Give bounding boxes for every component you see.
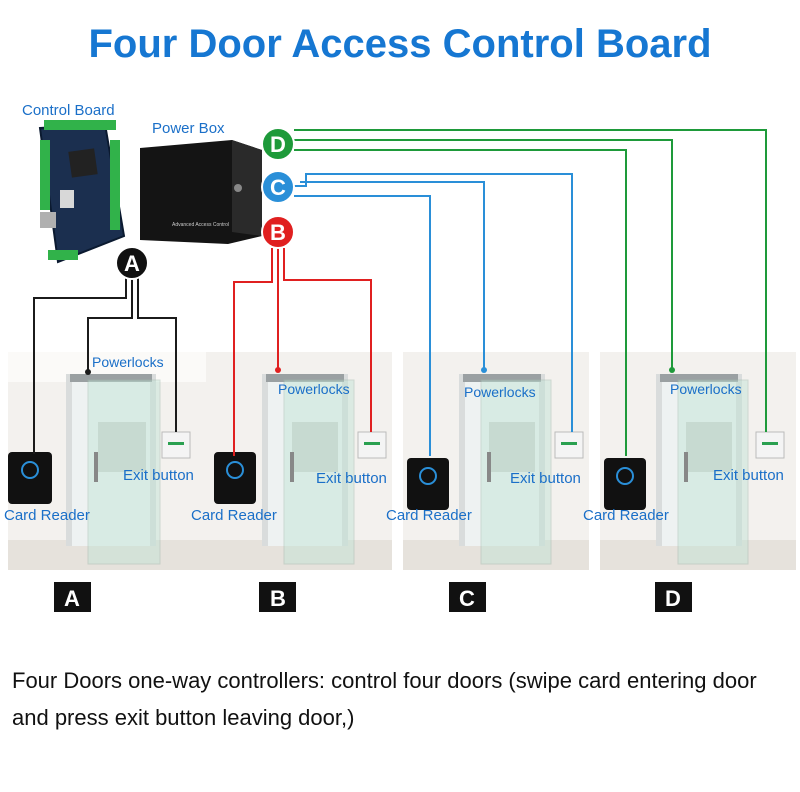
connector-a-badge: A [115, 246, 149, 280]
door-tag-b: B [259, 582, 296, 612]
svg-text:C: C [270, 175, 286, 200]
svg-text:B: B [270, 586, 286, 611]
connector-c-badge: C [261, 170, 295, 204]
svg-text:A: A [124, 251, 140, 276]
door-scene-d [600, 352, 796, 570]
exit-button-label-a: Exit button [123, 467, 194, 484]
connector-d-badge: D [261, 127, 295, 161]
card-reader-label-d: Card Reader [583, 507, 669, 524]
connector-b-badge: B [261, 215, 295, 249]
diagram-title: Four Door Access Control Board [88, 22, 712, 66]
wires-d [294, 129, 767, 456]
svg-text:A: A [64, 586, 80, 611]
description-caption: Four Doors one-way controllers: control … [12, 668, 757, 730]
door-scene-a [8, 352, 208, 570]
exit-button-label-c: Exit button [510, 470, 581, 487]
door-tag-a: A [54, 582, 91, 612]
svg-text:C: C [459, 586, 475, 611]
power-box-label: Power Box [152, 120, 225, 137]
wires-a [33, 278, 177, 454]
power-locks-label-d: Powerlocks [670, 381, 742, 397]
wires-b [233, 248, 372, 456]
door-scene-b [206, 352, 392, 570]
card-reader-label-b: Card Reader [191, 507, 277, 524]
door-scene-c [403, 352, 589, 570]
door-tag-d: D [655, 582, 692, 612]
power-box-plate: Advanced Access Control [172, 222, 229, 228]
power-locks-label-b: Powerlocks [278, 381, 350, 397]
wires-c [294, 173, 573, 456]
power-box-icon: Advanced Access Control [140, 140, 262, 244]
exit-button-label-d: Exit button [713, 467, 784, 484]
card-reader-label-c: Card Reader [386, 507, 472, 524]
svg-text:B: B [270, 220, 286, 245]
power-locks-label-a: Powerlocks [92, 354, 164, 370]
door-tag-c: C [449, 582, 486, 612]
svg-text:D: D [665, 586, 681, 611]
control-board-icon [38, 120, 126, 264]
svg-text:D: D [270, 132, 286, 157]
exit-button-label-b: Exit button [316, 470, 387, 487]
card-reader-label-a: Card Reader [4, 507, 90, 524]
control-board-label: Control Board [22, 102, 115, 119]
power-locks-label-c: Powerlocks [464, 384, 536, 400]
